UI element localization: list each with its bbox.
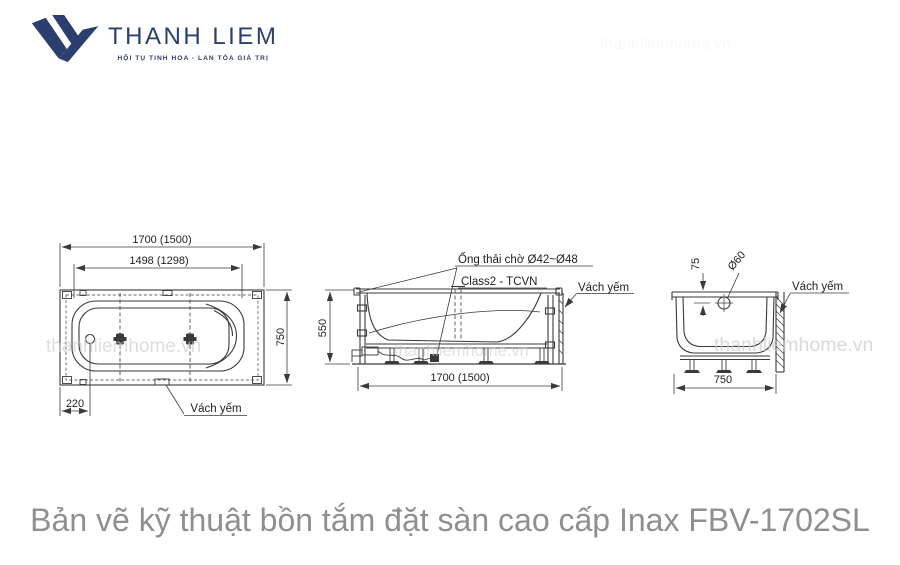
- dim-side-height: 550: [317, 319, 329, 337]
- drain-assembly: [351, 346, 439, 362]
- end-view-drawing: 75 Ø60 Vách yếm 750: [671, 249, 849, 394]
- dim-top-drain-offset: 220: [66, 398, 84, 410]
- top-view-drawing: 1700 (1500) 1498 (1298) 750 220 Vách yếm: [59, 234, 292, 416]
- drawing-caption: Bản vẽ kỹ thuật bồn tắm đặt sàn cao cấp …: [30, 502, 870, 538]
- corner-bolts: [62, 290, 262, 386]
- drain-hole: [84, 333, 96, 345]
- brand-tagline: HỘI TỤ TINH HOA - LAN TỎA GIÁ TRỊ: [117, 55, 269, 62]
- label-top-apron: Vách yếm: [190, 403, 241, 415]
- brand-name: THANH LIEM: [108, 23, 279, 50]
- label-side-apron: Vách yếm: [578, 282, 629, 294]
- side-view-drawing: 550 1700 (1500) Ống thải chờ Ø42~Ø48 Cla…: [317, 252, 634, 391]
- label-drain-pipe: Ống thải chờ Ø42~Ø48: [458, 252, 578, 266]
- fastener-nuts: [113, 333, 197, 345]
- dim-top-outer-length: 1700 (1500): [132, 234, 191, 246]
- label-class-standard: Class2 - TCVN: [461, 276, 537, 288]
- apron-panel-hatched: [775, 292, 785, 373]
- dim-overflow-diameter: Ø60: [726, 249, 749, 273]
- brand-logo-icon: [31, 15, 99, 63]
- dim-overflow-offset: 75: [690, 258, 702, 270]
- dim-top-width: 750: [275, 328, 287, 346]
- end-legs: [689, 359, 757, 370]
- label-end-apron: Vách yếm: [792, 281, 843, 293]
- tub-profile: [366, 292, 542, 343]
- brand-text-block: THANH LIEM HỘI TỤ TINH HOA - LAN TỎA GIÁ…: [108, 14, 279, 63]
- brand-logo: THANH LIEM HỘI TỤ TINH HOA - LAN TỎA GIÁ…: [30, 14, 278, 64]
- dim-top-inner-length: 1498 (1298): [129, 255, 188, 267]
- dim-side-length: 1700 (1500): [430, 372, 489, 384]
- dim-end-width: 750: [714, 374, 732, 386]
